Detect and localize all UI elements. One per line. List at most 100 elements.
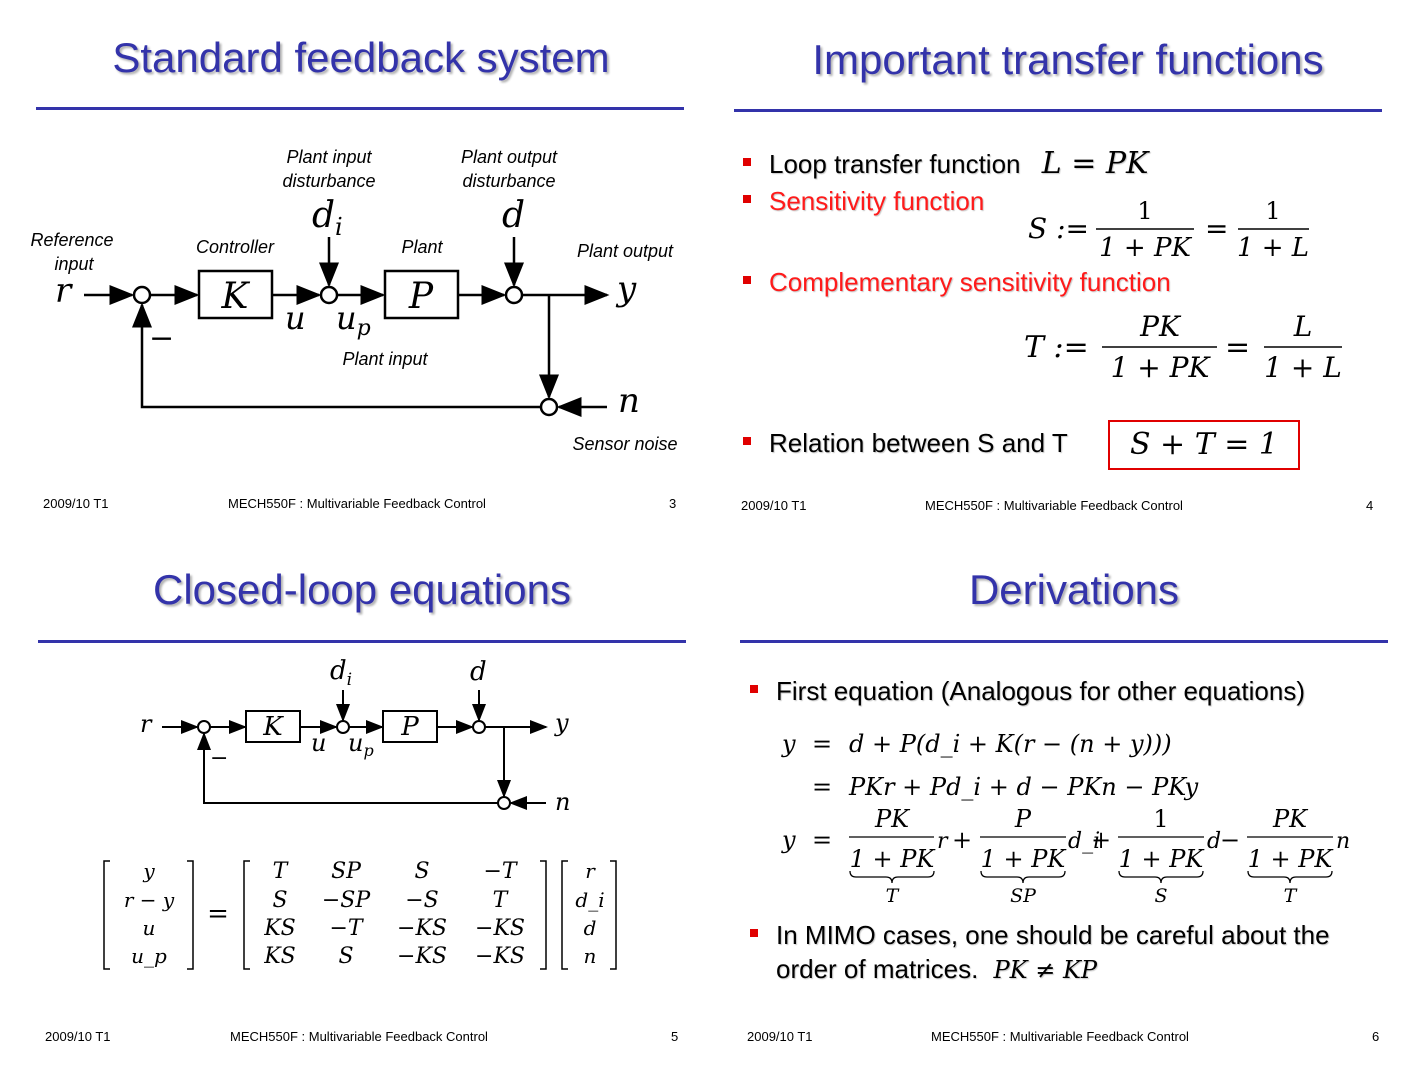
svg-text:1 + PK: 1 + PK bbox=[1099, 233, 1192, 263]
label-plant-output-disturbance-2: disturbance bbox=[462, 171, 555, 191]
svg-text:−KS: −KS bbox=[475, 944, 525, 969]
slide-title: Derivations bbox=[968, 566, 1180, 613]
bullet-comp-sensitivity: Complementary sensitivity function bbox=[743, 267, 1171, 298]
svg-text:S :=: S := bbox=[1028, 212, 1089, 245]
svg-text:y: y bbox=[781, 730, 796, 758]
footer-page: 4 bbox=[1366, 498, 1374, 513]
svg-text:S: S bbox=[414, 859, 429, 884]
svg-text:=: = bbox=[812, 773, 832, 801]
svg-text:−SP: −SP bbox=[322, 888, 372, 913]
svg-text:+: + bbox=[952, 826, 972, 854]
svg-text:up: up bbox=[348, 729, 374, 760]
sym-minus: − bbox=[149, 321, 174, 356]
svg-text:d_i: d_i bbox=[1068, 829, 1100, 854]
feedback-block-diagram: Plant input disturbance Plant output dis… bbox=[30, 147, 677, 454]
bullet-marker bbox=[743, 276, 751, 285]
bullet-marker bbox=[743, 195, 751, 204]
sym-r: r bbox=[55, 271, 73, 311]
sum-junction-2 bbox=[319, 285, 339, 305]
svg-text:1 + PK: 1 + PK bbox=[1119, 845, 1206, 873]
bullet-marker bbox=[743, 437, 751, 446]
footer-date: 2009/10 T1 bbox=[43, 496, 109, 511]
svg-text:−KS: −KS bbox=[397, 916, 447, 941]
slide-title: Standard feedback system bbox=[112, 34, 610, 81]
svg-text:−T: −T bbox=[329, 916, 364, 941]
svg-text:PK: PK bbox=[1272, 805, 1309, 833]
svg-text:1 + PK: 1 + PK bbox=[850, 845, 937, 873]
svg-text:di: di bbox=[330, 656, 352, 690]
svg-text:PK: PK bbox=[874, 805, 911, 833]
svg-text:n: n bbox=[584, 944, 597, 968]
bullet-first-equation: First equation (Analogous for other equa… bbox=[750, 676, 1305, 707]
label-reference-input-2: input bbox=[54, 254, 94, 274]
svg-text:u_p: u_p bbox=[131, 944, 167, 968]
sym-P: P bbox=[408, 276, 434, 317]
svg-text:r − y: r − y bbox=[124, 888, 175, 912]
svg-text:=: = bbox=[812, 730, 832, 758]
svg-text:u: u bbox=[311, 729, 326, 757]
footer-page: 5 bbox=[671, 1029, 679, 1044]
svg-text:−S: −S bbox=[405, 888, 439, 913]
svg-text:1: 1 bbox=[1137, 197, 1152, 225]
sum-junction-1 bbox=[132, 285, 152, 305]
svg-text:y: y bbox=[554, 709, 569, 737]
bullet-marker bbox=[750, 929, 758, 938]
slide-derivations: Derivations First equation (Analogous fo… bbox=[712, 535, 1424, 1070]
svg-text:=: = bbox=[207, 899, 229, 929]
bullet-loop-tf: Loop transfer function L = PK bbox=[743, 146, 1148, 181]
svg-text:d: d bbox=[584, 916, 597, 940]
svg-text:−KS: −KS bbox=[397, 944, 447, 969]
sum-junction-4 bbox=[539, 397, 559, 417]
label-plant-input-disturbance-1: Plant input bbox=[286, 147, 372, 167]
sym-d: d bbox=[502, 195, 525, 236]
svg-text:=: = bbox=[1205, 212, 1228, 245]
svg-text:r: r bbox=[585, 859, 596, 883]
title-rule bbox=[740, 640, 1388, 643]
label-reference-input-1: Reference bbox=[30, 230, 113, 250]
svg-text:−KS: −KS bbox=[475, 916, 525, 941]
svg-text:=: = bbox=[812, 826, 832, 854]
title-rule bbox=[734, 109, 1382, 112]
svg-text:1 + L: 1 + L bbox=[1237, 233, 1309, 263]
footer-course: MECH550F : Multivariable Feedback Contro… bbox=[230, 1029, 488, 1044]
svg-text:1 + PK: 1 + PK bbox=[981, 845, 1068, 873]
svg-text:=: = bbox=[1225, 330, 1250, 365]
svg-text:S: S bbox=[272, 888, 287, 913]
svg-text:d_i: d_i bbox=[575, 888, 604, 912]
svg-text:d: d bbox=[470, 657, 487, 687]
sum-junction-3 bbox=[504, 285, 524, 305]
slide-standard-feedback: Standard feedback system Plant input dis… bbox=[0, 0, 712, 535]
svg-text:P: P bbox=[1014, 805, 1032, 833]
svg-text:n: n bbox=[1336, 829, 1350, 854]
svg-text:KS: KS bbox=[263, 916, 296, 941]
slide-title: Closed-loop equations bbox=[153, 566, 571, 613]
label-plant-input-disturbance-2: disturbance bbox=[282, 171, 375, 191]
footer-course: MECH550F : Multivariable Feedback Contro… bbox=[931, 1029, 1189, 1044]
footer-course: MECH550F : Multivariable Feedback Contro… bbox=[925, 498, 1183, 513]
svg-text:K: K bbox=[262, 712, 284, 742]
slide-transfer-functions: Important transfer functions Loop transf… bbox=[712, 0, 1424, 535]
sym-n: n bbox=[618, 381, 640, 421]
label-plant-output: Plant output bbox=[577, 241, 674, 261]
svg-text:T: T bbox=[273, 859, 290, 884]
footer-date: 2009/10 T1 bbox=[747, 1029, 813, 1044]
matrix-equation: y r − y u u_p = T SP S −T S −SP −S T KS … bbox=[103, 859, 617, 970]
svg-text:+: + bbox=[1091, 826, 1111, 854]
svg-text:d: d bbox=[1207, 829, 1221, 854]
label-plant: Plant bbox=[401, 237, 443, 257]
svg-text:r: r bbox=[140, 710, 153, 738]
title-rule bbox=[38, 640, 686, 643]
derivation-equations: y = d + P(d_i + K(r − (n + y))) = PKr + … bbox=[781, 730, 1350, 907]
title-rule bbox=[36, 107, 684, 110]
svg-text:T: T bbox=[493, 888, 510, 913]
svg-text:−: − bbox=[210, 746, 228, 771]
svg-text:T :=: T := bbox=[1024, 330, 1089, 365]
svg-text:S: S bbox=[338, 944, 353, 969]
footer-date: 2009/10 T1 bbox=[45, 1029, 111, 1044]
equation-S: S := 1 1 + PK = 1 1 + L T := PK 1 + PK =… bbox=[1024, 197, 1342, 384]
label-controller: Controller bbox=[196, 237, 275, 257]
svg-text:1 + PK: 1 + PK bbox=[1111, 351, 1212, 384]
svg-text:−: − bbox=[1220, 826, 1240, 854]
bullet-marker bbox=[750, 685, 758, 694]
math-pk-neq-kp: PK ≠ KP bbox=[993, 956, 1098, 984]
